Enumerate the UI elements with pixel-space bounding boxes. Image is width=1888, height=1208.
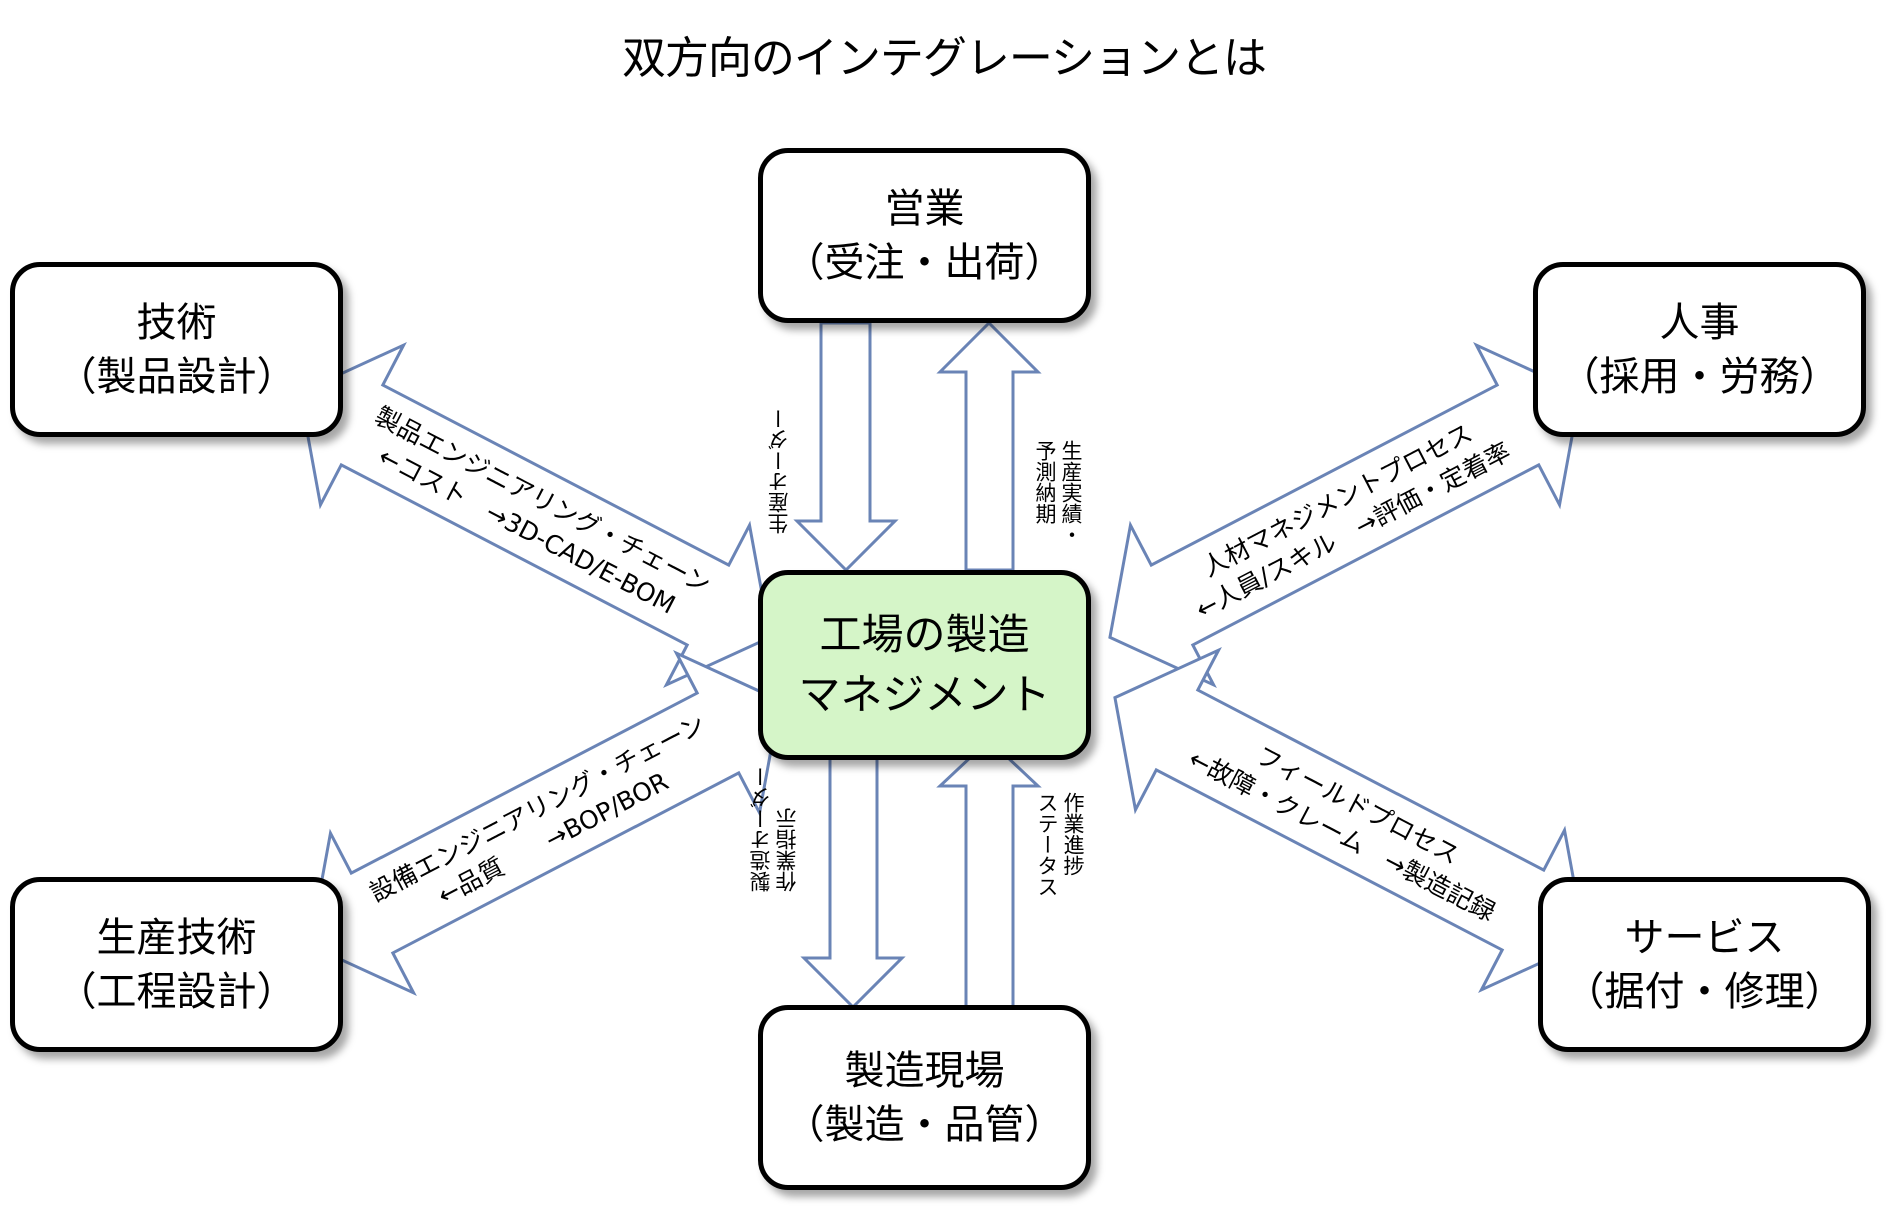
flow-sales-up-label: 生産実績・ 予測納期 [1033, 440, 1083, 545]
diagram-title: 双方向のインテグレーションとは [621, 33, 1267, 84]
node-prodtech: 生産技術 （工程設計） [10, 877, 343, 1052]
arrow-sales-up [936, 320, 1042, 572]
node-floor: 製造現場 （製造・品管） [758, 1005, 1091, 1190]
node-hr: 人事 （採用・労務） [1533, 262, 1866, 437]
node-tech: 技術 （製品設計） [10, 262, 343, 437]
arrow-sales-down [793, 321, 899, 573]
node-service: サービス （据付・修理） [1538, 877, 1871, 1052]
flow-sales-down-label: 生産オーダー [767, 408, 791, 534]
node-center: 工場の製造 マネジメント [758, 570, 1091, 760]
arrow-floor-up [936, 737, 1042, 1009]
node-sales: 営業 （受注・出荷） [758, 148, 1091, 323]
flow-floor-up-label: 作業進捗 ステータス [1035, 792, 1085, 897]
arrow-floor-down [800, 738, 906, 1010]
flow-floor-down-label: 製造オーダー 作業指示 [749, 766, 799, 892]
arrow-prodtech: 設備エンジニアリング・チェーン ←品質 →BOP/BOR [308, 649, 782, 997]
